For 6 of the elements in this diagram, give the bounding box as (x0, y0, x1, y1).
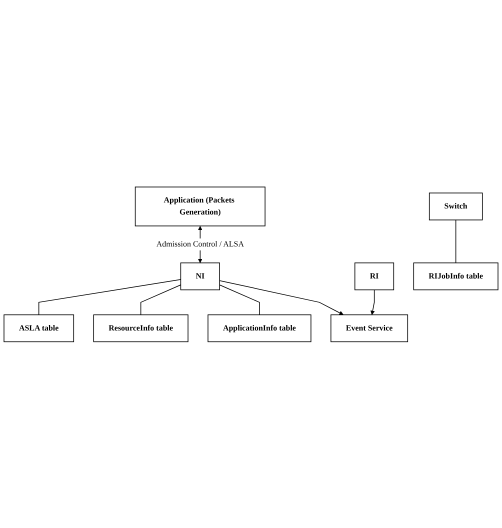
connector (38, 278, 182, 315)
arrow (219, 280, 344, 315)
connector (455, 219, 456, 263)
connector (140, 284, 182, 315)
arrow (370, 289, 375, 315)
connector (219, 284, 260, 315)
